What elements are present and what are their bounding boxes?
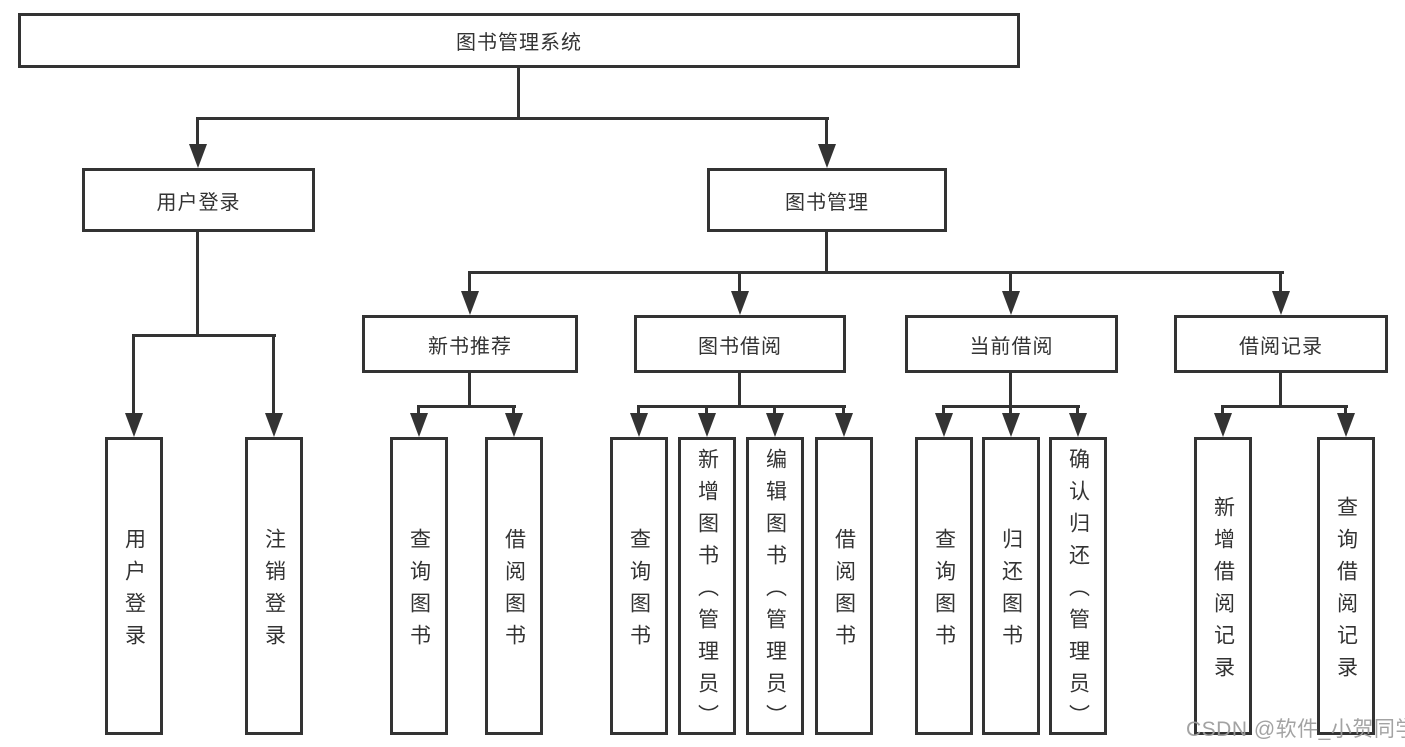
leaf-add-books-admin-label: 新增图书（管理员） (695, 447, 719, 736)
arrowhead-icon (698, 413, 716, 437)
arrowhead-icon (1214, 413, 1232, 437)
arrowhead-icon (189, 144, 207, 168)
connector-records-stub (1279, 371, 1282, 408)
connector-drop-leaf (1009, 405, 1012, 419)
arrowhead-icon (1272, 291, 1290, 315)
leaf-recommend-query-books: 查询图书 (390, 437, 448, 735)
leaf-user-login-label: 用户登录 (122, 527, 146, 656)
connector-drop-manage (825, 117, 828, 149)
leaf-recommend-query-books-label: 查询图书 (407, 527, 431, 656)
connector-recommend-stub (468, 371, 471, 408)
node-current-borrow-label: 当前借阅 (969, 335, 1054, 358)
leaf-return-books-label: 归还图书 (999, 527, 1023, 656)
connector-drop-leaf (1344, 405, 1347, 419)
connector-drop-leaf (417, 405, 420, 419)
node-book-borrow: 图书借阅 (634, 315, 846, 373)
leaf-return-books: 归还图书 (982, 437, 1040, 735)
node-user-login-label: 用户登录 (156, 191, 241, 214)
leaf-current-query-books: 查询图书 (915, 437, 973, 735)
arrowhead-icon (766, 413, 784, 437)
leaf-recommend-borrow-books: 借阅图书 (485, 437, 543, 735)
leaf-query-borrow-record-label: 查询借阅记录 (1334, 495, 1358, 688)
leaf-logout: 注销登录 (245, 437, 303, 735)
leaf-borrow-books: 借阅图书 (815, 437, 873, 735)
arrowhead-icon (630, 413, 648, 437)
leaf-current-query-books-label: 查询图书 (932, 527, 956, 656)
connector-records-rail (1221, 405, 1348, 408)
node-new-book-recommend: 新书推荐 (362, 315, 578, 373)
node-borrow-records: 借阅记录 (1174, 315, 1388, 373)
csdn-watermark: CSDN @软件_小贺同学 (1186, 718, 1405, 741)
arrowhead-icon (410, 413, 428, 437)
leaf-add-borrow-record: 新增借阅记录 (1194, 437, 1252, 735)
connector-drop-borrow (738, 271, 741, 297)
arrowhead-icon (1002, 291, 1020, 315)
connector-drop-leaf (842, 405, 845, 419)
node-book-borrow-label: 图书借阅 (698, 335, 782, 358)
connector-recommend-rail (417, 405, 516, 408)
node-root-label: 图书管理系统 (456, 32, 582, 54)
node-borrow-records-label: 借阅记录 (1239, 335, 1323, 358)
connector-current-stub (1009, 371, 1012, 408)
leaf-add-books-admin: 新增图书（管理员） (678, 437, 736, 736)
arrowhead-icon (935, 413, 953, 437)
connector-drop-leaf (512, 405, 515, 419)
connector-login-rail (132, 334, 276, 337)
leaf-user-login: 用户登录 (105, 437, 163, 735)
connector-drop-current (1009, 271, 1012, 297)
leaf-confirm-return-admin: 确认归还（管理员） (1049, 437, 1107, 736)
leaf-borrow-query-books: 查询图书 (610, 437, 668, 735)
node-current-borrow: 当前借阅 (905, 315, 1118, 373)
node-user-login: 用户登录 (82, 168, 315, 232)
connector-manage-stub (825, 230, 828, 274)
arrowhead-icon (461, 291, 479, 315)
connector-drop-records (1279, 271, 1282, 297)
connector-drop-login (196, 117, 199, 149)
node-book-management-label: 图书管理 (785, 191, 869, 214)
connector-borrow-rail (637, 405, 846, 408)
node-root-system: 图书管理系统 (18, 13, 1020, 68)
node-book-management: 图书管理 (707, 168, 947, 232)
connector-borrow-stub (738, 371, 741, 408)
arrowhead-icon (125, 413, 143, 437)
arrowhead-icon (835, 413, 853, 437)
connector-level3-rail (468, 271, 1284, 274)
connector-drop-recommend (468, 271, 471, 297)
connector-login-stub (196, 230, 199, 336)
arrowhead-icon (731, 291, 749, 315)
connector-drop-leaf (1076, 405, 1079, 419)
arrowhead-icon (1069, 413, 1087, 437)
leaf-add-borrow-record-label: 新增借阅记录 (1211, 495, 1235, 688)
leaf-edit-books-admin: 编辑图书（管理员） (746, 437, 804, 736)
connector-drop-leaf (942, 405, 945, 419)
leaf-logout-label: 注销登录 (262, 527, 286, 656)
arrowhead-icon (265, 413, 283, 437)
connector-drop-leaf (773, 405, 776, 419)
arrowhead-icon (818, 144, 836, 168)
connector-level2-rail (196, 117, 829, 120)
connector-drop-leaf (637, 405, 640, 419)
connector-drop-leaf (705, 405, 708, 419)
leaf-borrow-books-label: 借阅图书 (832, 527, 856, 656)
leaf-edit-books-admin-label: 编辑图书（管理员） (763, 447, 787, 736)
connector-drop-user-login (132, 334, 135, 416)
leaf-confirm-return-admin-label: 确认归还（管理员） (1066, 447, 1090, 736)
connector-drop-leaf (1221, 405, 1224, 419)
connector-drop-logout (272, 334, 275, 416)
node-new-book-recommend-label: 新书推荐 (428, 335, 512, 358)
leaf-recommend-borrow-books-label: 借阅图书 (502, 527, 526, 656)
leaf-borrow-query-books-label: 查询图书 (627, 527, 651, 656)
arrowhead-icon (1002, 413, 1020, 437)
connector-root-stub (517, 66, 520, 119)
arrowhead-icon (505, 413, 523, 437)
arrowhead-icon (1337, 413, 1355, 437)
leaf-query-borrow-record: 查询借阅记录 (1317, 437, 1375, 735)
